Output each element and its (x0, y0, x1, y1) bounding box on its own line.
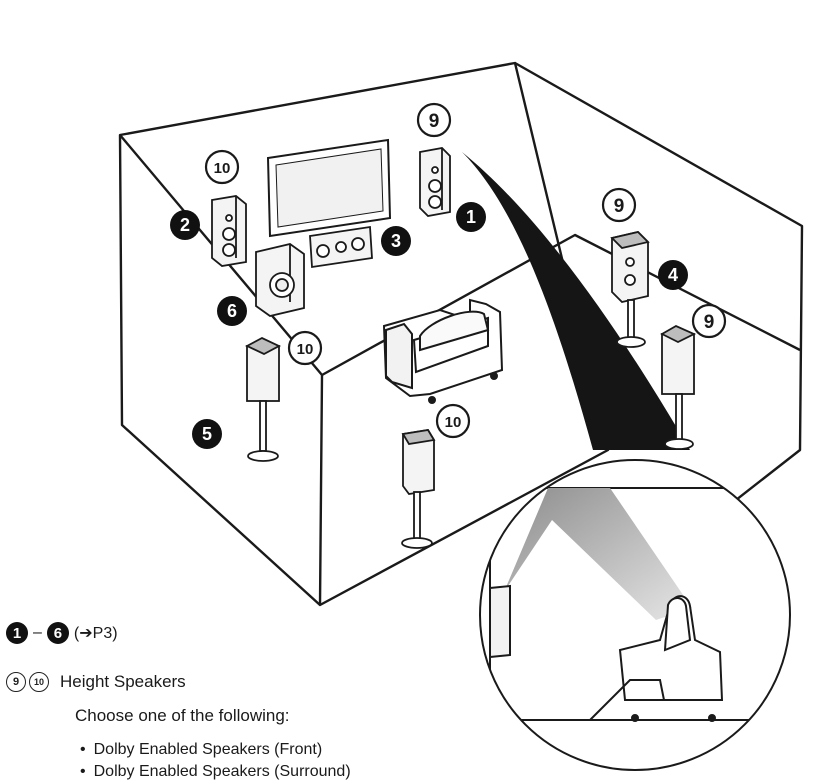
height-zoom-inset (479, 459, 791, 771)
subwoofer-icon (255, 243, 305, 317)
badge-label: 9 (704, 312, 715, 333)
room-outline (118, 61, 804, 607)
tv-icon (266, 138, 392, 238)
badge-label: 6 (227, 301, 237, 321)
badge-height-surround-right: 9 (601, 187, 637, 223)
badge-front-right: 1 (456, 202, 486, 232)
badge-center: 3 (381, 226, 411, 256)
rear-height-speaker-icon (401, 429, 436, 549)
front-right-speaker-icon (419, 147, 451, 217)
surround-left-speaker-icon (244, 336, 282, 462)
badge-label: 2 (180, 215, 190, 235)
badge-label: 9 (429, 111, 440, 132)
badge-label: 10 (445, 414, 462, 431)
front-left-speaker-icon (211, 195, 247, 267)
badge-label: 1 (466, 207, 476, 227)
badge-label: 5 (202, 424, 212, 444)
badge-subwoofer: 6 (217, 296, 247, 326)
badge-height-front-left: 10 (204, 149, 240, 185)
badge-surround-right: 4 (658, 260, 688, 290)
badge-label: 10 (297, 341, 314, 358)
badge-height-rear-right: 9 (691, 303, 727, 339)
surround-height-right-speaker-icon (660, 324, 697, 450)
badge-label: 3 (391, 231, 401, 251)
badge-surround-left: 5 (192, 419, 222, 449)
badge-front-left: 2 (170, 210, 200, 240)
couch-icon (382, 298, 504, 404)
badge-height-rear-center: 10 (435, 403, 471, 439)
badge-height-front-right: 9 (416, 102, 452, 138)
badge-height-surround-left: 10 (287, 330, 323, 366)
badge-label: 4 (668, 265, 678, 285)
sound-beam (462, 152, 690, 450)
center-speaker-icon (309, 225, 373, 269)
badge-label: 10 (214, 160, 231, 177)
surround-right-speaker-icon (610, 231, 650, 348)
badge-label: 9 (614, 196, 625, 217)
